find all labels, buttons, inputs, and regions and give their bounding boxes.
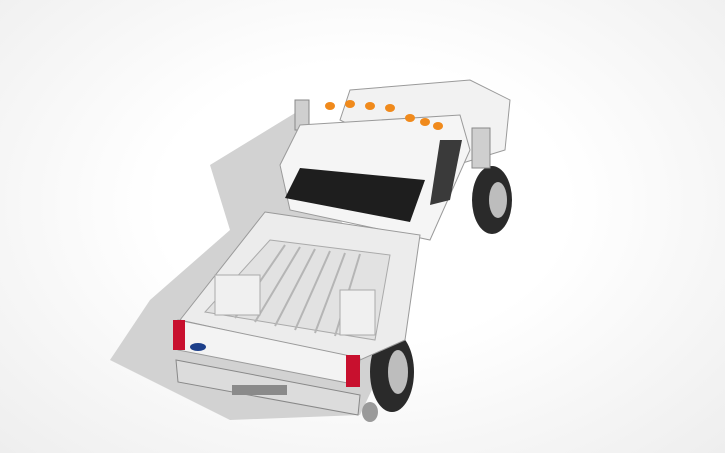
right-mirror bbox=[471, 127, 491, 169]
right-tail-light bbox=[346, 355, 360, 387]
front-right-wheel bbox=[472, 166, 512, 234]
wheel-well-left bbox=[214, 274, 261, 316]
wheel-well-right bbox=[339, 289, 376, 336]
rear-right-wheel bbox=[370, 332, 414, 412]
cab-marker-lights bbox=[325, 100, 443, 130]
hitch bbox=[232, 385, 287, 395]
side-window bbox=[430, 140, 462, 205]
ford-emblem bbox=[190, 343, 206, 351]
left-tail-light bbox=[173, 320, 185, 350]
rear-window bbox=[285, 168, 425, 222]
exhaust-tip bbox=[362, 402, 378, 422]
